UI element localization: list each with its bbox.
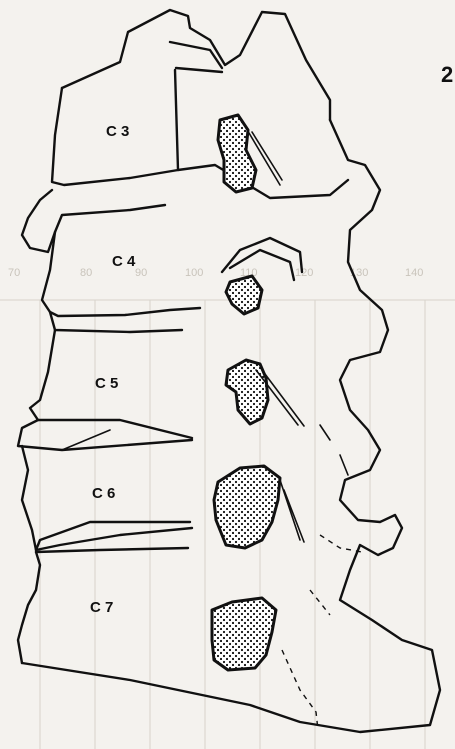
c6-foramen (214, 466, 280, 548)
foramina (212, 115, 304, 670)
c4-body-outline (42, 232, 200, 316)
bleed-through-scale: 70 80 90 100 110 120 130 140 (8, 267, 423, 279)
c7-spinous-dash (310, 590, 330, 615)
c2-crest (62, 10, 330, 120)
bleed-scale-number: 140 (405, 267, 423, 279)
c6-spinous-dash (320, 535, 362, 552)
c5-c6-disc (18, 420, 192, 450)
c3-inferior-margin (178, 165, 348, 198)
vertebra-label-c3: C 3 (106, 123, 129, 140)
c7-foramen (212, 598, 276, 670)
c4-foramen (226, 276, 262, 314)
figure-marker: 2 (441, 62, 453, 87)
c3-foramen (218, 115, 256, 192)
vertebra-label-c4: C 4 (112, 253, 136, 270)
bleed-scale-number: 70 (8, 267, 20, 279)
c3-c4-disc (22, 190, 165, 252)
c4-superior-articular (222, 238, 302, 280)
bleed-scale-number: 100 (185, 267, 203, 279)
c7-body-outline (18, 552, 40, 663)
vertebra-label-c6: C 6 (92, 485, 115, 502)
c5-facet-line (320, 425, 348, 475)
bleed-scale-number: 80 (80, 267, 92, 279)
bleed-scale-number: 90 (135, 267, 147, 279)
vertebra-label-c5: C 5 (95, 375, 118, 392)
vertebra-label-c7: C 7 (90, 599, 113, 616)
c6-nerve-line (280, 480, 304, 542)
bleed-scale-number: 120 (295, 267, 313, 279)
